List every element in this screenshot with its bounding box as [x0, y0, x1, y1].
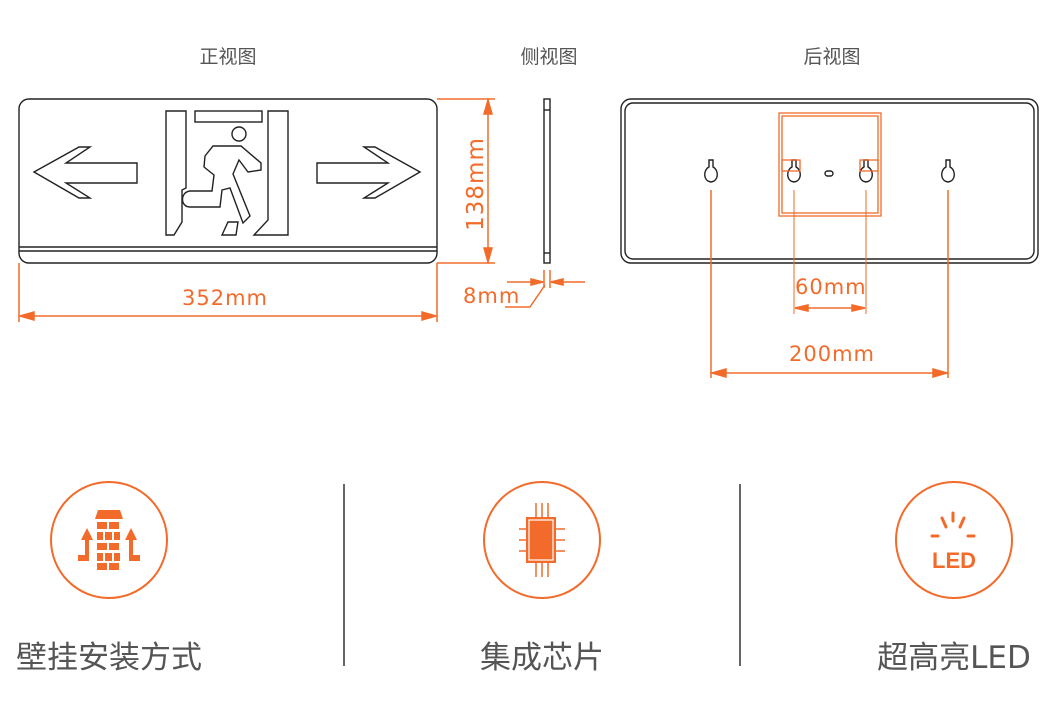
- wall-mount-icon: [50, 481, 168, 599]
- divider: [343, 484, 345, 666]
- led-icon-text: LED: [932, 548, 976, 573]
- chip-icon: [483, 481, 601, 599]
- front-view: [18, 98, 438, 264]
- right-arrow-icon: [316, 146, 422, 199]
- back-view: [620, 98, 1039, 264]
- width-dimension-label: 352mm: [182, 286, 268, 310]
- inner-spacing-label: 60mm: [795, 275, 867, 299]
- front-view-title: 正视图: [199, 46, 257, 68]
- feature-label-chip: 集成芯片: [480, 640, 604, 676]
- divider: [739, 484, 741, 666]
- feature-label-wall-mount: 壁挂安装方式: [16, 640, 202, 676]
- exit-door-icon: [165, 110, 289, 236]
- feature-label-led: 超高亮LED: [877, 640, 1031, 676]
- left-arrow-icon: [32, 146, 138, 199]
- back-view-title: 后视图: [803, 46, 861, 68]
- height-dimension-label: 138mm: [463, 137, 489, 231]
- keyhole-icons: [704, 159, 955, 183]
- side-view-title: 侧视图: [520, 46, 578, 68]
- side-view: [543, 98, 551, 264]
- mounting-plate: [778, 112, 882, 217]
- dimension-lines: [17, 97, 950, 378]
- outer-spacing-label: 200mm: [789, 342, 875, 366]
- front-panel: [18, 98, 438, 264]
- depth-dimension-label: 8mm: [463, 284, 521, 308]
- led-icon: LED: [895, 481, 1013, 599]
